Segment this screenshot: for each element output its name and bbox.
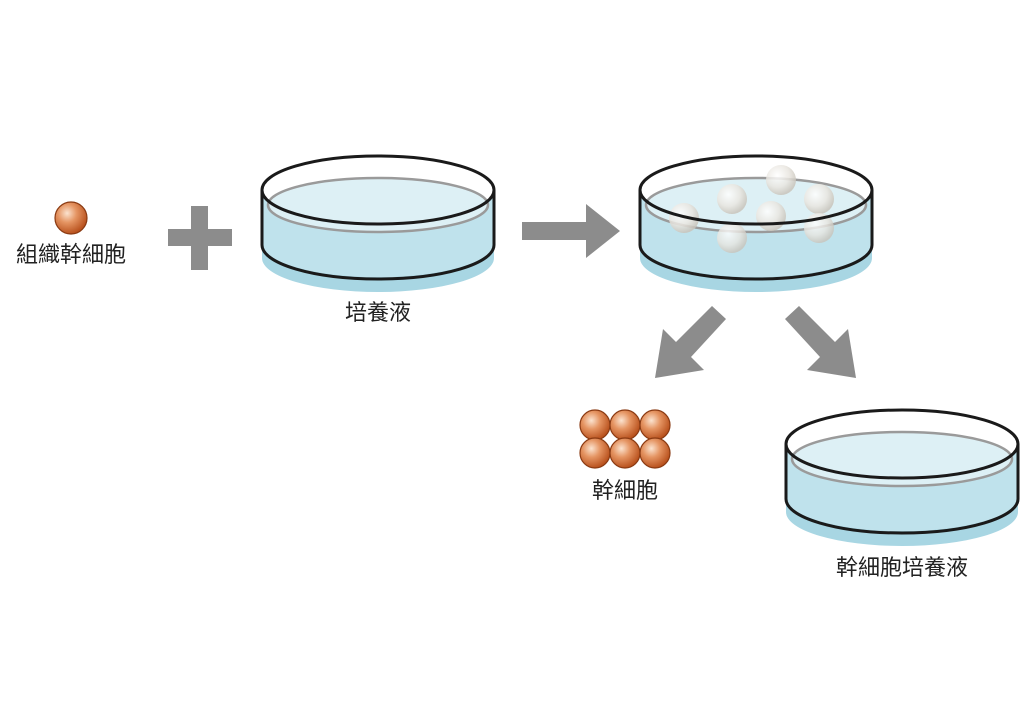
tissue-stem-cell (54, 201, 88, 235)
suspended-cells (669, 165, 834, 253)
arrow-right-icon (522, 204, 620, 258)
stem-cell-label: 幹細胞 (592, 479, 658, 504)
culture-medium-label: 培養液 (345, 301, 411, 326)
petri-dish-with-cells (638, 154, 874, 292)
petri-dish-stem-cell-medium (784, 408, 1020, 546)
stem-cell-culture-medium-label: 幹細胞培養液 (836, 556, 968, 581)
tissue-stem-cell-label: 組織幹細胞 (16, 243, 126, 268)
petri-dish-culture-medium (260, 154, 496, 292)
arrow-down-left-icon (655, 306, 726, 378)
plus-icon (168, 206, 232, 270)
stem-cell-cluster (579, 409, 671, 469)
arrow-down-right-icon (785, 306, 856, 378)
